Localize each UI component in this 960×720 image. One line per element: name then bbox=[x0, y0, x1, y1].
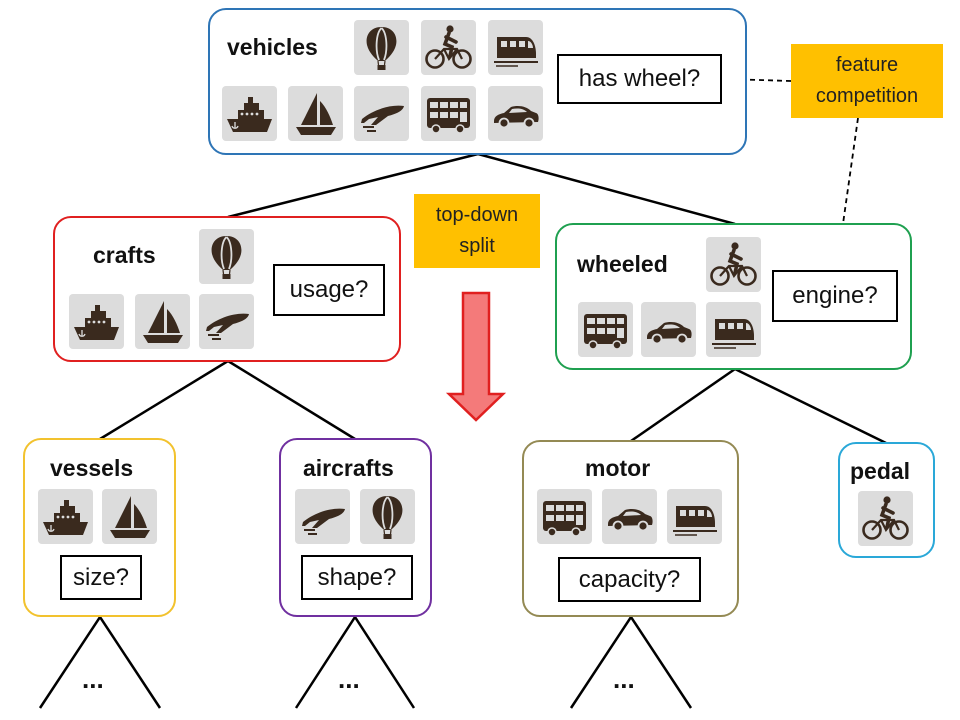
car-icon bbox=[488, 86, 543, 141]
question-box: capacity? bbox=[558, 557, 701, 602]
train-icon bbox=[706, 302, 761, 357]
subtree-motor bbox=[569, 614, 693, 709]
node-aircrafts: aircrafts shape? bbox=[279, 438, 432, 617]
node-title: motor bbox=[585, 455, 651, 481]
top-down-arrow bbox=[445, 291, 507, 422]
bicycle-icon bbox=[706, 237, 761, 292]
bicycle-icon bbox=[421, 20, 476, 75]
car-icon bbox=[641, 302, 696, 357]
node-title: vessels bbox=[50, 455, 134, 481]
subtree-aircrafts bbox=[294, 614, 416, 709]
feature-to-question-arrow bbox=[727, 79, 792, 81]
node-title: vehicles bbox=[227, 34, 318, 60]
node-vessels: vessels size? bbox=[23, 438, 176, 617]
edge-crafts-vessels bbox=[99, 359, 229, 441]
top-down-split-note: top-down split bbox=[414, 194, 540, 268]
edge-wheeled-pedal bbox=[734, 367, 887, 445]
sailboat-icon bbox=[102, 489, 157, 544]
question-box: size? bbox=[60, 555, 142, 600]
node-title: crafts bbox=[93, 242, 156, 268]
node-crafts: crafts usage? bbox=[53, 216, 401, 362]
question-box: usage? bbox=[273, 264, 385, 316]
airplane-icon bbox=[354, 86, 409, 141]
balloon-icon bbox=[199, 229, 254, 284]
question-box: has wheel? bbox=[557, 54, 722, 104]
edge-crafts-aircrafts bbox=[227, 359, 356, 441]
ellipsis-aircrafts: ... bbox=[338, 664, 360, 694]
ellipsis-vessels: ... bbox=[82, 664, 104, 694]
question-box: shape? bbox=[301, 555, 413, 600]
node-motor: motor capacity? bbox=[522, 440, 739, 617]
subtree-vessels bbox=[38, 614, 162, 709]
bicycle-icon bbox=[858, 491, 913, 546]
ship-icon bbox=[222, 86, 277, 141]
car-icon bbox=[602, 489, 657, 544]
train-icon bbox=[667, 489, 722, 544]
feature-to-engine-arrow bbox=[837, 117, 859, 266]
bus-icon bbox=[421, 86, 476, 141]
node-title: pedal bbox=[850, 458, 911, 484]
note-line: competition bbox=[815, 85, 919, 107]
ship-icon bbox=[38, 489, 93, 544]
airplane-icon bbox=[295, 489, 350, 544]
node-title: aircrafts bbox=[303, 455, 394, 481]
feature-competition-note: feature competition bbox=[791, 44, 943, 118]
sailboat-icon bbox=[135, 294, 190, 349]
bus-icon bbox=[537, 489, 592, 544]
airplane-icon bbox=[199, 294, 254, 349]
train-icon bbox=[488, 20, 543, 75]
node-vehicles: vehicles has wheel? bbox=[208, 8, 747, 155]
bus-icon bbox=[578, 302, 633, 357]
node-wheeled: wheeled engine? bbox=[555, 223, 912, 370]
ellipsis-motor: ... bbox=[613, 664, 635, 694]
note-line: top-down bbox=[435, 204, 519, 226]
note-line: feature bbox=[835, 54, 899, 76]
note-line: split bbox=[459, 235, 495, 257]
ship-icon bbox=[69, 294, 124, 349]
balloon-icon bbox=[354, 20, 409, 75]
node-title: wheeled bbox=[577, 251, 668, 277]
balloon-icon bbox=[360, 489, 415, 544]
question-box: engine? bbox=[772, 270, 898, 322]
edge-vehicles-wheeled bbox=[477, 152, 736, 226]
sailboat-icon bbox=[288, 86, 343, 141]
node-pedal: pedal bbox=[838, 442, 935, 558]
edge-vehicles-crafts bbox=[227, 152, 479, 219]
edge-wheeled-motor bbox=[630, 367, 736, 443]
